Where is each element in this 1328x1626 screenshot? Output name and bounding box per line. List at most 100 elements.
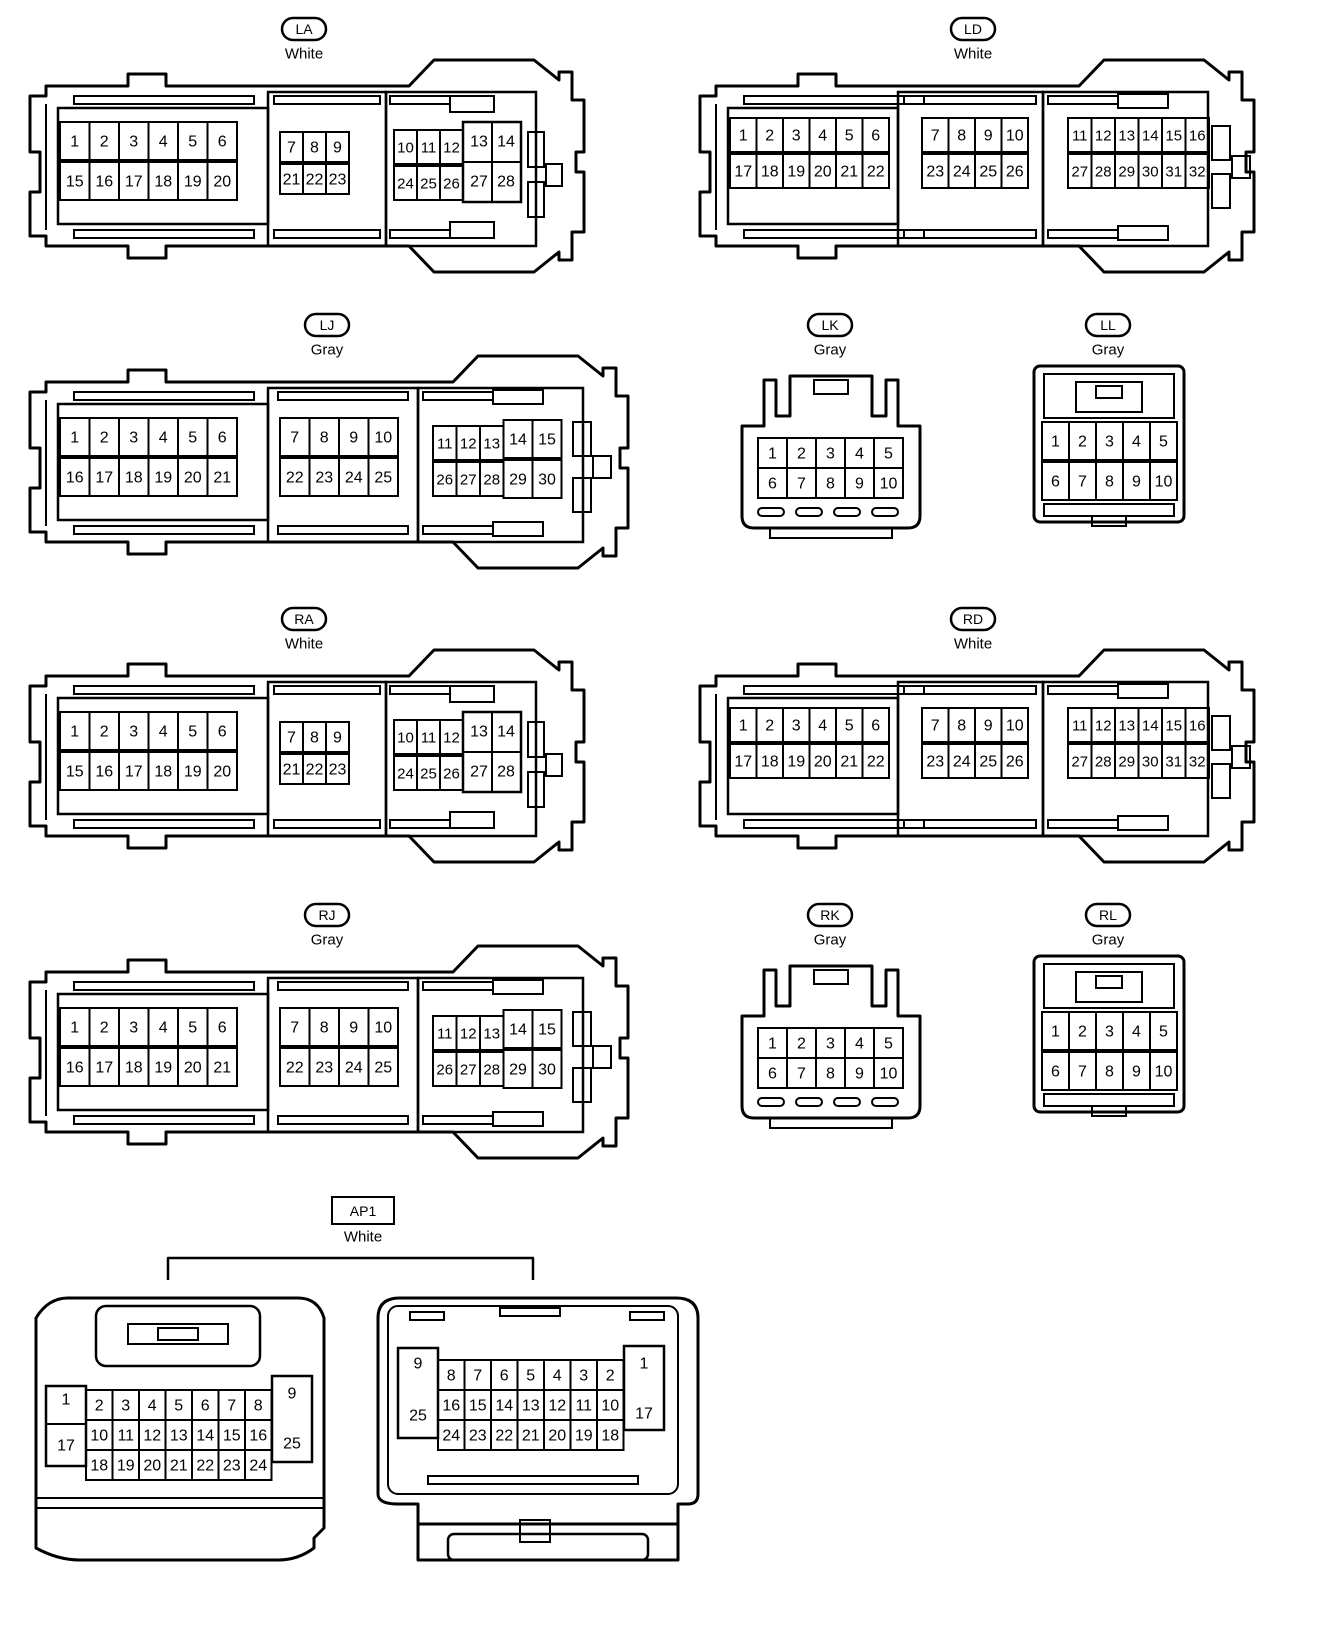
connector-id: LJ <box>320 317 335 333</box>
latch-rail <box>73 685 255 695</box>
latch-rail <box>743 229 925 239</box>
pin-9: 9 <box>288 1386 297 1403</box>
pin-19: 19 <box>575 1428 593 1445</box>
pin-13: 13 <box>1118 718 1135 735</box>
pin-30: 30 <box>538 1062 556 1079</box>
pin-11: 11 <box>437 436 453 453</box>
pin-28: 28 <box>483 472 500 489</box>
pin-19: 19 <box>154 470 172 487</box>
pin-10: 10 <box>1155 474 1173 491</box>
pin-18: 18 <box>601 1428 619 1445</box>
pin-2: 2 <box>100 1020 109 1037</box>
latch-rail <box>492 979 544 995</box>
pin-4: 4 <box>818 718 827 735</box>
pin-3: 3 <box>129 134 138 151</box>
pin-3: 3 <box>579 1368 588 1385</box>
pin-22: 22 <box>867 164 885 181</box>
latch-rail <box>492 389 544 405</box>
base-rail <box>769 1117 893 1129</box>
pin-5: 5 <box>1159 1024 1168 1041</box>
pin-cell <box>1184 117 1210 153</box>
pin-7: 7 <box>797 1066 806 1083</box>
pin-14: 14 <box>495 1398 513 1415</box>
pin-20: 20 <box>548 1428 566 1445</box>
pin-13: 13 <box>483 436 500 453</box>
latch-window <box>94 1304 262 1368</box>
latch-rail <box>273 229 381 239</box>
pin-25: 25 <box>283 1436 301 1453</box>
pin-5: 5 <box>188 134 197 151</box>
pin-4: 4 <box>159 430 168 447</box>
pin-4: 4 <box>1132 1024 1141 1041</box>
pin-11: 11 <box>1072 718 1088 735</box>
pin-4: 4 <box>148 1398 157 1415</box>
pin-20: 20 <box>814 164 832 181</box>
pin-9: 9 <box>349 1020 358 1037</box>
pin-cell <box>206 1047 238 1087</box>
pin-3: 3 <box>1105 434 1114 451</box>
pin-24: 24 <box>249 1458 267 1475</box>
pin-26: 26 <box>1006 164 1024 181</box>
connector-label-badge <box>949 16 997 42</box>
latch-rail <box>389 229 451 239</box>
lock-tab <box>813 969 849 985</box>
pin-16: 16 <box>442 1398 460 1415</box>
pin-3: 3 <box>129 724 138 741</box>
pin-24: 24 <box>397 176 414 193</box>
pin-7: 7 <box>290 1020 299 1037</box>
pin-15: 15 <box>223 1428 241 1445</box>
pin-cell <box>206 161 238 201</box>
pin-12: 12 <box>443 140 460 157</box>
connector-id: RJ <box>318 907 335 923</box>
pin-cell <box>531 419 563 459</box>
key-slot <box>757 507 785 517</box>
pin-13: 13 <box>170 1428 188 1445</box>
lock-tab <box>157 1327 199 1341</box>
pin-25: 25 <box>420 176 437 193</box>
connector-housing <box>28 58 586 274</box>
pin-21: 21 <box>213 1060 231 1077</box>
latch-rail <box>449 811 495 829</box>
base-rail <box>427 1475 639 1485</box>
pin-9: 9 <box>333 730 342 747</box>
key-slot <box>795 507 823 517</box>
pin-7: 7 <box>931 718 940 735</box>
pin-10: 10 <box>880 1066 898 1083</box>
pin-2: 2 <box>1078 1024 1087 1041</box>
pin-20: 20 <box>184 1060 202 1077</box>
connector-label-badge <box>331 1196 395 1225</box>
pin-18: 18 <box>761 164 779 181</box>
pin-10: 10 <box>880 476 898 493</box>
pin-8: 8 <box>826 476 835 493</box>
pin-cell <box>206 1007 238 1047</box>
pin-5: 5 <box>845 718 854 735</box>
latch-rail <box>492 1111 544 1127</box>
connector-housing <box>698 58 1256 274</box>
connector-label-badge <box>806 902 854 928</box>
latch-rail <box>1117 225 1169 241</box>
pin-11: 11 <box>437 1026 453 1043</box>
pin-2: 2 <box>100 724 109 741</box>
pin-19: 19 <box>787 164 805 181</box>
side-latch <box>527 131 545 168</box>
key-slot <box>519 1519 551 1543</box>
latch-rail <box>73 981 255 991</box>
pin-18: 18 <box>154 174 172 191</box>
pin-cell <box>206 457 238 497</box>
latch-rail <box>903 819 1037 829</box>
latch-rail <box>73 229 255 239</box>
pin-5: 5 <box>884 1036 893 1053</box>
pin-bay <box>384 90 538 248</box>
base-rail <box>769 527 893 539</box>
pin-22: 22 <box>196 1458 214 1475</box>
pin-cell <box>367 1047 399 1087</box>
pin-27: 27 <box>460 472 477 489</box>
pin-cell <box>206 751 238 791</box>
pin-14: 14 <box>497 724 515 741</box>
pin-27: 27 <box>1071 754 1088 771</box>
key-slot <box>871 1097 899 1107</box>
pin-10: 10 <box>1155 1064 1173 1081</box>
pin-19: 19 <box>154 1060 172 1077</box>
side-latch <box>572 1067 592 1103</box>
pin-15: 15 <box>1165 128 1182 145</box>
